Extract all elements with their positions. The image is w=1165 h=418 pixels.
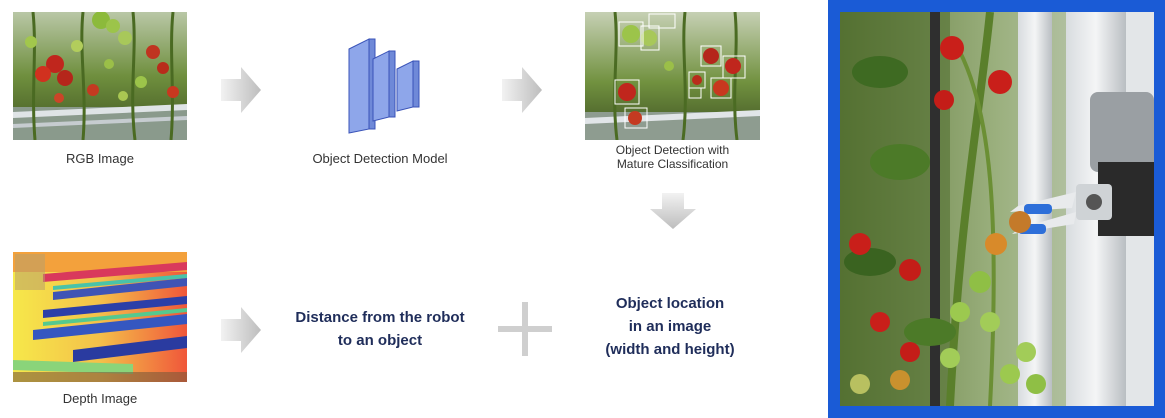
location-line1: Object location — [615, 295, 725, 312]
detection-caption: Object Detection with Mature Classificat… — [585, 143, 760, 171]
neural-network-icon — [348, 38, 420, 134]
depth-image-caption: Depth Image — [62, 391, 138, 406]
detection-caption-line2: Mature Classification — [616, 157, 729, 171]
robot-photo-frame — [828, 0, 1165, 418]
distance-text: Distance from the robot to an object — [280, 306, 480, 352]
location-line2: in an image — [628, 318, 712, 335]
rgb-image-caption: RGB Image — [66, 151, 134, 166]
distance-line2: to an object — [337, 332, 423, 349]
right-arrow-icon — [221, 307, 261, 353]
model-caption: Object Detection Model — [312, 151, 448, 166]
detection-caption-line1: Object Detection with — [615, 143, 730, 157]
right-arrow-icon — [502, 67, 542, 113]
location-line3: (width and height) — [605, 341, 735, 358]
plus-icon — [498, 302, 552, 356]
right-arrow-icon — [221, 67, 261, 113]
depth-image — [13, 252, 187, 382]
rgb-image — [13, 12, 187, 140]
robot-gripper-photo — [840, 12, 1154, 406]
detection-result-image — [585, 12, 760, 140]
location-text: Object location in an image (width and h… — [580, 292, 760, 361]
distance-line1: Distance from the robot — [295, 309, 465, 326]
down-arrow-icon — [650, 193, 696, 229]
